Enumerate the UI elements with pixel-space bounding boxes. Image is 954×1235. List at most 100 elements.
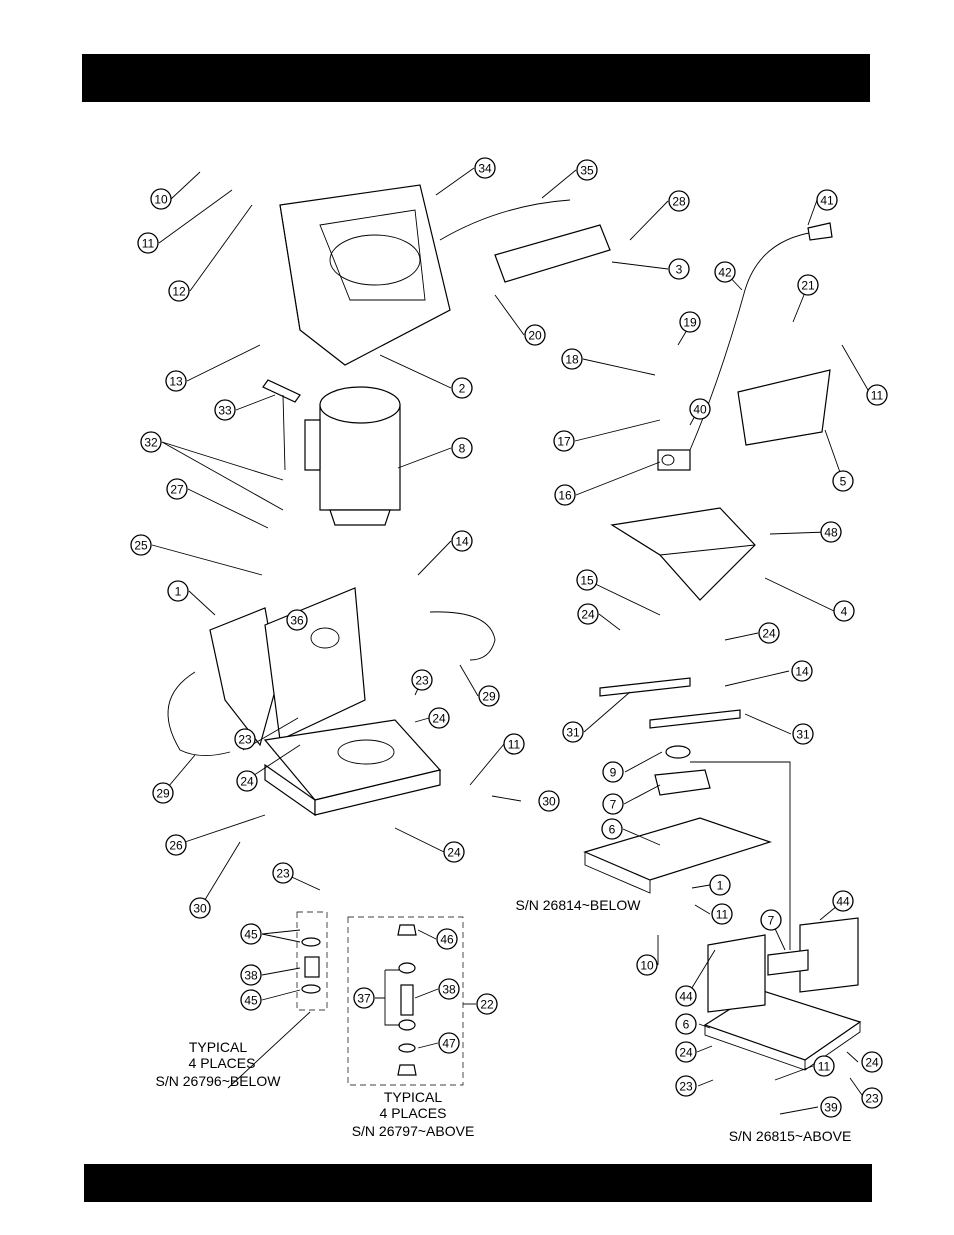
part-handle-3	[494, 224, 611, 283]
callout-24: 24	[236, 770, 258, 792]
callout-number: 32	[144, 436, 158, 450]
part-baseplate-6-below	[583, 817, 772, 894]
callout-circle	[214, 399, 236, 421]
callout-circle	[576, 569, 598, 591]
part-shield-5	[737, 369, 831, 446]
part-tbar-33	[262, 379, 301, 471]
callout-circle	[272, 862, 294, 884]
header-bar	[82, 54, 870, 102]
callout-40: 40	[689, 398, 711, 420]
callout-number: 23	[276, 867, 290, 881]
callout-number: 42	[718, 266, 732, 280]
callout-27: 27	[166, 478, 188, 500]
callout-circle	[709, 874, 731, 896]
part-clamp-16	[657, 449, 691, 471]
part-mounts	[301, 924, 417, 1076]
callout-7: 7	[760, 909, 782, 931]
callout-circle	[553, 430, 575, 452]
callout-number: 24	[581, 608, 595, 622]
callout-24: 24	[577, 603, 599, 625]
callout-circle	[236, 770, 258, 792]
callout-number: 44	[836, 895, 850, 909]
callout-number: 2	[459, 382, 466, 396]
callout-23: 23	[861, 1087, 883, 1109]
callout-number: 24	[865, 1056, 879, 1070]
callout-23: 23	[411, 669, 433, 691]
callout-7: 7	[602, 793, 624, 815]
callout-circle	[561, 348, 583, 370]
callout-circle	[866, 384, 888, 406]
callout-4: 4	[833, 600, 855, 622]
callout-number: 17	[557, 435, 571, 449]
callout-14: 14	[451, 530, 473, 552]
callout-31: 31	[562, 721, 584, 743]
callout-circle	[679, 311, 701, 333]
callout-circle	[167, 580, 189, 602]
callout-number: 1	[175, 585, 182, 599]
callout-circle	[689, 398, 711, 420]
callout-44: 44	[832, 890, 854, 912]
callout-number: 45	[244, 928, 258, 942]
callout-number: 6	[683, 1018, 690, 1032]
part-cord-35	[439, 199, 571, 241]
callout-circle	[240, 989, 262, 1011]
callout-18: 18	[561, 348, 583, 370]
callout-32: 32	[140, 431, 162, 453]
callout-circle	[476, 993, 498, 1015]
callout-28: 28	[668, 190, 690, 212]
callout-number: 11	[818, 1060, 831, 1074]
callout-number: 24	[240, 775, 254, 789]
callout-circle	[861, 1087, 883, 1109]
detail-box-22	[347, 916, 464, 1086]
callout-circle	[503, 733, 525, 755]
callout-circle	[714, 261, 736, 283]
callout-circle	[791, 660, 813, 682]
callout-circle	[576, 159, 598, 181]
note-sn-above: S/N 26815~ABOVE	[729, 1128, 852, 1144]
detail-box-left	[296, 911, 328, 1011]
callout-number: 11	[508, 738, 521, 752]
callout-number: 31	[796, 728, 810, 742]
callout-number: 21	[801, 279, 815, 293]
callout-circle	[152, 782, 174, 804]
callout-39: 39	[820, 1096, 842, 1118]
callout-circle	[820, 521, 842, 543]
callout-circle	[816, 189, 838, 211]
callout-number: 1	[717, 879, 724, 893]
callout-number: 27	[170, 483, 184, 497]
callout-number: 6	[609, 823, 616, 837]
part-guard-2	[279, 184, 451, 366]
callout-circle	[189, 897, 211, 919]
note-typical-center: TYPICAL 4 PLACES S/N 26797~ABOVE	[352, 1089, 475, 1139]
callout-23: 23	[234, 728, 256, 750]
callout-33: 33	[214, 399, 236, 421]
callout-number: 23	[238, 733, 252, 747]
callout-number: 15	[580, 574, 594, 588]
callout-circle	[436, 928, 458, 950]
callout-42: 42	[714, 261, 736, 283]
callout-number: 18	[565, 353, 579, 367]
callout-38: 38	[240, 964, 262, 986]
callout-20: 20	[524, 324, 546, 346]
callout-circle	[411, 669, 433, 691]
callout-circle	[168, 280, 190, 302]
part-cable-29	[167, 611, 496, 756]
callout-circle	[150, 188, 172, 210]
callout-48: 48	[820, 521, 842, 543]
callout-circle	[451, 530, 473, 552]
callout-number: 38	[442, 983, 456, 997]
callout-number: 10	[154, 193, 168, 207]
callout-number: 30	[193, 902, 207, 916]
callout-23: 23	[272, 862, 294, 884]
callout-number: 23	[679, 1080, 693, 1094]
callout-number: 8	[459, 442, 466, 456]
callout-14: 14	[791, 660, 813, 682]
note-line: TYPICAL	[189, 1039, 248, 1055]
note-line: 4 PLACES	[189, 1055, 256, 1071]
callout-9: 9	[602, 761, 624, 783]
callout-number: 29	[482, 690, 496, 704]
callout-29: 29	[478, 685, 500, 707]
callout-number: 9	[610, 766, 617, 780]
callout-29: 29	[152, 782, 174, 804]
